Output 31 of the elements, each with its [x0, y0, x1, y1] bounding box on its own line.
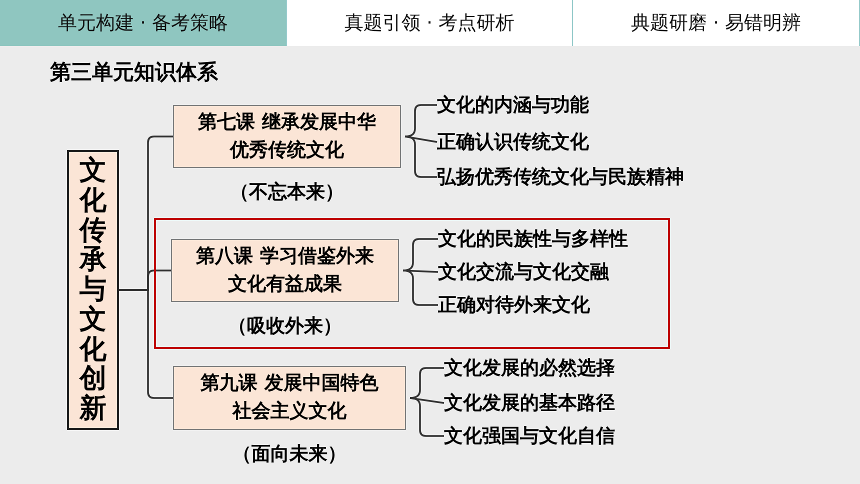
- topic-text: 正确对待外来文化: [438, 291, 663, 319]
- brace-line: [402, 270, 438, 306]
- topic-text: 文化的内涵与功能: [437, 91, 707, 119]
- lesson-note: （吸收外来）: [227, 314, 343, 339]
- topic-text: 弘扬优秀传统文化与民族精神: [437, 163, 717, 191]
- tab: 典题研磨 · 易错明辨: [573, 0, 860, 46]
- tab: 单元构建 · 备考策略: [0, 0, 287, 46]
- topic-text: 文化交流与文化交融: [438, 258, 663, 286]
- topic-text: 正确认识传统文化: [437, 128, 707, 156]
- lesson-title: 第七课 继承发展中华优秀传统文化: [197, 110, 377, 162]
- section-title: 第三单元知识体系: [50, 59, 218, 86]
- topic-text: 文化发展的必然选择: [444, 354, 664, 382]
- brace-line: [404, 136, 437, 178]
- topic-text: 文化发展的基本路径: [444, 389, 664, 417]
- root-label: 文化传承与文化创新: [80, 156, 106, 424]
- root-box: [67, 150, 119, 430]
- bracket-line: [119, 289, 173, 399]
- tab: 真题引领 · 考点研析: [287, 0, 573, 46]
- topic-text: 文化的民族性与多样性: [438, 225, 663, 253]
- lesson-note: （不忘本来）: [229, 180, 345, 205]
- lesson-title: 第八课 学习借鉴外来文化有益成果: [195, 244, 375, 296]
- brace-line: [404, 104, 437, 138]
- brace-line: [410, 367, 444, 399]
- lesson-title: 第九课 发展中国特色社会主义文化: [200, 371, 380, 424]
- highlight-frame: [154, 218, 670, 349]
- brace-line: [410, 397, 444, 404]
- topic-text: 文化强国与文化自信: [444, 422, 664, 450]
- brace-line: [402, 270, 438, 273]
- lesson-note: （面向未来）: [232, 442, 348, 467]
- brace-line: [410, 397, 444, 437]
- brace-line: [404, 136, 438, 143]
